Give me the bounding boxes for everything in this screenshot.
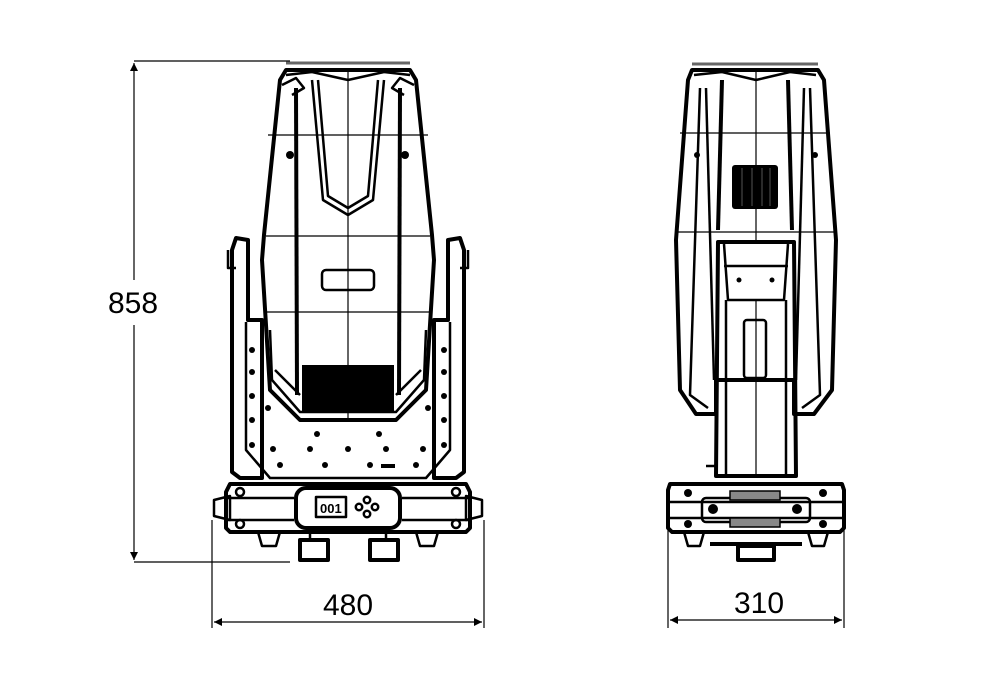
control-panel [294, 486, 402, 530]
front-width-dimension: 480 [211, 520, 485, 628]
side-vent-icon [732, 165, 778, 209]
side-width-dimension: 310 [667, 530, 845, 628]
front-view: 001 [212, 61, 484, 562]
fan-grille [729, 490, 781, 528]
height-label: 858 [108, 287, 158, 320]
navigation-buttons-icon [354, 495, 380, 519]
side-handle [742, 318, 768, 380]
display-readout: 001 [320, 501, 342, 516]
height-dimension: 858 [108, 60, 290, 563]
side-view [666, 62, 846, 562]
display-box [314, 495, 348, 519]
yoke-screws [249, 347, 447, 468]
front-width-label: 480 [323, 589, 373, 622]
side-width-label: 310 [734, 587, 784, 620]
side-base-screws [684, 489, 827, 528]
handle-icon [320, 268, 376, 292]
vent-panel [302, 365, 394, 413]
